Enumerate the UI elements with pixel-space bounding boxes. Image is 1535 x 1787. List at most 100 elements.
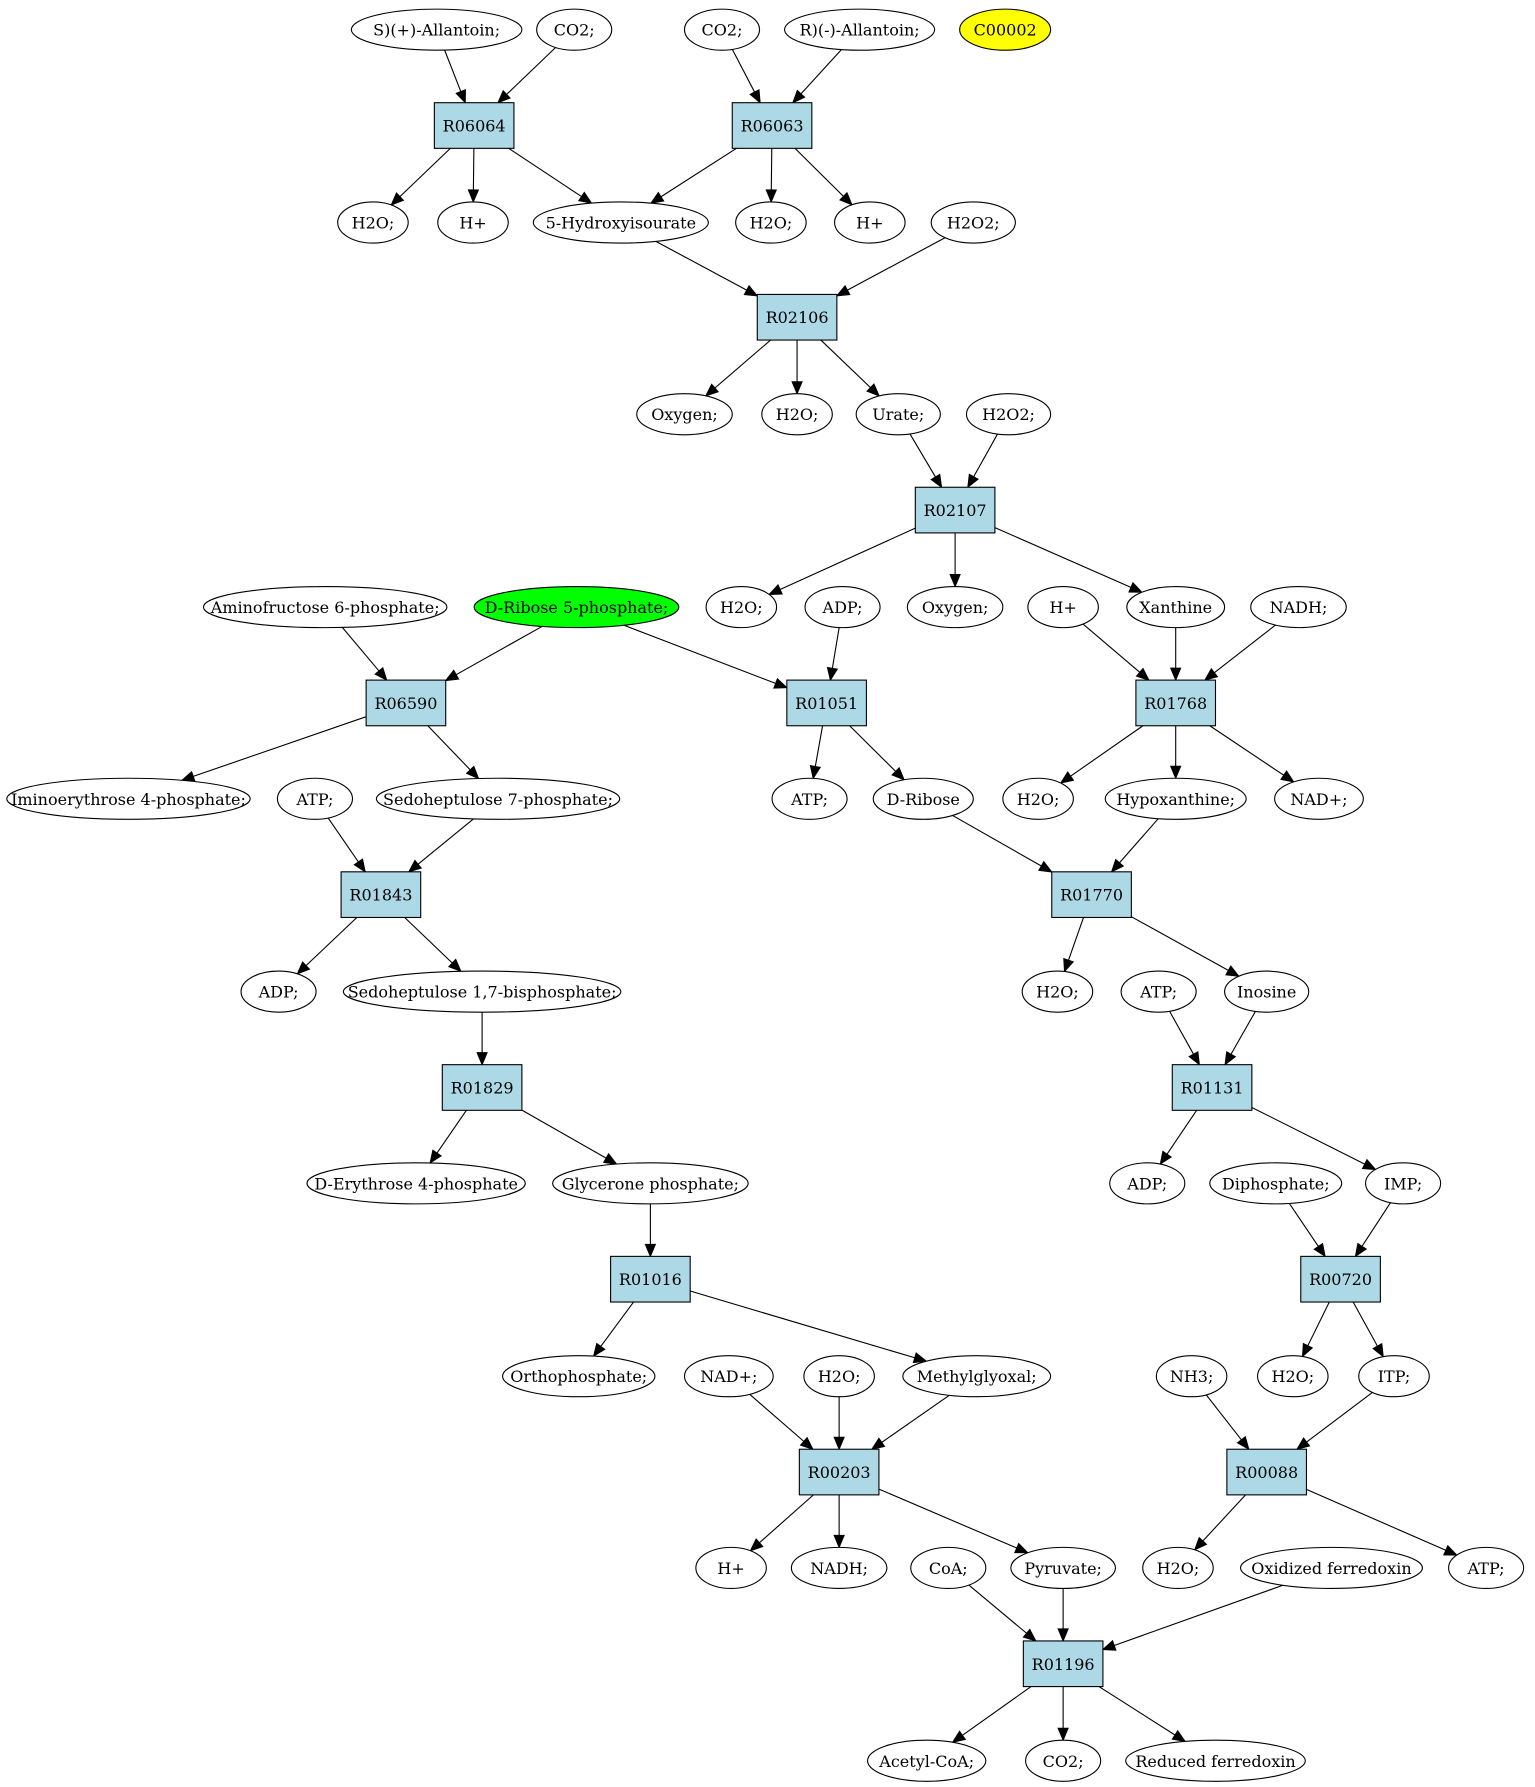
compound-node-c_co2_c: CO2; (1025, 1739, 1102, 1782)
arrow-head (577, 191, 593, 204)
arrow-head (465, 765, 480, 780)
compound-node-c_oxferredoxin: Oxidized ferredoxin (1239, 1546, 1423, 1589)
compound-node-c_aminofructose: Aminofructose 6-phosphate; (202, 585, 448, 629)
compound-ellipse (910, 1546, 987, 1589)
arrow-head (649, 191, 665, 204)
compound-label: ATP; (1139, 983, 1177, 1002)
edge-line (994, 527, 1132, 588)
compound-node-c_h2o2_1: H2O2; (930, 201, 1016, 244)
compound-ellipse (867, 1739, 987, 1782)
arrow-head (180, 770, 196, 782)
compound-label: ATP; (1467, 1559, 1505, 1578)
compound-label: CO2; (554, 21, 595, 40)
reaction-label: R02107 (924, 501, 987, 520)
edge-line (404, 917, 453, 964)
edge-layer (180, 47, 1458, 1744)
compound-ellipse (906, 585, 1004, 629)
compound-label: Aminofructose 6-phosphate; (210, 598, 440, 617)
compound-ellipse (771, 777, 848, 820)
edge-r02106-to-c_urate (820, 339, 881, 397)
edge-r01768-to-c_hypoxanthine (1169, 725, 1182, 780)
compound-node-c_diphosphate: Diphosphate; (1209, 1162, 1343, 1205)
compound-ellipse (705, 585, 778, 629)
reaction-box (1226, 1448, 1308, 1496)
compound-label: C00002 (974, 21, 1037, 40)
arrow-head (743, 284, 759, 297)
compound-label: Iminoerythrose 4-phosphate; (11, 790, 246, 809)
compound-ellipse (1002, 777, 1074, 820)
reaction-label: R01016 (619, 1270, 682, 1289)
arrow-head (930, 473, 943, 489)
edge-line (655, 240, 747, 291)
reaction-label: R01770 (1060, 886, 1123, 905)
edge-line (952, 814, 1042, 867)
edge-line (600, 1301, 634, 1347)
compound-label: NADH; (1270, 598, 1328, 617)
arrow-head (1354, 1242, 1368, 1258)
edge-line (1098, 1686, 1176, 1736)
reaction-box (1171, 1064, 1253, 1111)
edge-r01843-to-c_sedo17bp (404, 917, 462, 973)
edge-line (1114, 1584, 1284, 1647)
reaction-label: R01829 (451, 1078, 514, 1097)
compound-ellipse (1125, 1739, 1306, 1782)
edge-line (1070, 725, 1144, 777)
compound-ellipse (1104, 777, 1247, 820)
compound-label: H+ (717, 1559, 744, 1578)
edge-r06064-to-c_5hiu (508, 147, 593, 204)
compound-node-c_hypoxanthine: Hypoxanthine; (1104, 777, 1247, 820)
edge-r06590-to-c_iminoerythrose (180, 716, 367, 782)
reaction-box (340, 871, 422, 919)
compound-label: 5-Hydroxyisourate (546, 214, 697, 233)
compound-node-c_redferredoxin: Reduced ferredoxin (1125, 1739, 1306, 1782)
compound-ellipse (1250, 585, 1347, 629)
compound-label: CO2; (1043, 1752, 1084, 1771)
edge-line (506, 47, 556, 95)
compound-label: Glycerone phosphate; (562, 1174, 739, 1193)
compound-label: H2O; (1271, 1367, 1314, 1386)
reaction-node-r06063: R06063 (731, 102, 813, 149)
arrow-head (1193, 1536, 1208, 1551)
compound-node-c_h2o_7: H2O; (803, 1355, 875, 1398)
compound-ellipse (1274, 777, 1364, 820)
arrow-head (1059, 771, 1075, 784)
edge-c_hplus_3-to-r01768 (1082, 623, 1150, 681)
compound-label: S)(+)-Allantoin; (373, 21, 500, 40)
edge-line (820, 339, 871, 389)
edge-line (909, 433, 936, 478)
edge-c_coa-to-r01196 (968, 1584, 1037, 1642)
compound-label: H+ (1049, 598, 1076, 617)
compound-node-c_xanthine: Xanthine (1126, 585, 1226, 629)
compound-ellipse (803, 1355, 875, 1398)
compound-node-c_h2o_9: H2O; (1142, 1546, 1214, 1589)
arrow-head (839, 191, 853, 206)
compound-ellipse (1120, 970, 1197, 1013)
edge-r02107-to-c_xanthine (994, 527, 1144, 593)
edge-c_s_allantoin-to-r06064 (444, 49, 467, 104)
compound-label: NH3; (1170, 1367, 1214, 1386)
compound-node-c_nh3: NH3; (1155, 1355, 1228, 1398)
edge-c_nadplus_2-to-r00203 (749, 1393, 814, 1451)
arrow-head (866, 383, 881, 397)
compound-label: H2O; (818, 1367, 861, 1386)
compound-ellipse (473, 585, 680, 629)
edge-c_co2_a-to-r06064 (497, 47, 556, 104)
compound-ellipse (342, 970, 622, 1013)
edge-line (341, 627, 380, 672)
edge-r00720-to-c_itp (1352, 1301, 1384, 1358)
arrow-head (749, 88, 761, 104)
reaction-label: R01843 (349, 886, 412, 905)
arrow-head (833, 1436, 845, 1451)
compound-ellipse (902, 1355, 1052, 1398)
arrow-head (1236, 1435, 1250, 1451)
compound-label: Oxygen; (651, 405, 718, 424)
compound-ellipse (695, 1546, 767, 1589)
edge-r01768-to-c_h2o_5 (1059, 725, 1144, 784)
edge-line (444, 49, 462, 92)
compound-ellipse (437, 201, 509, 244)
edge-r01768-to-c_nadplus_1 (1209, 725, 1295, 783)
compound-ellipse (1448, 1546, 1525, 1589)
compound-label: Oxygen; (922, 598, 989, 617)
arrow-head (1443, 1544, 1458, 1556)
